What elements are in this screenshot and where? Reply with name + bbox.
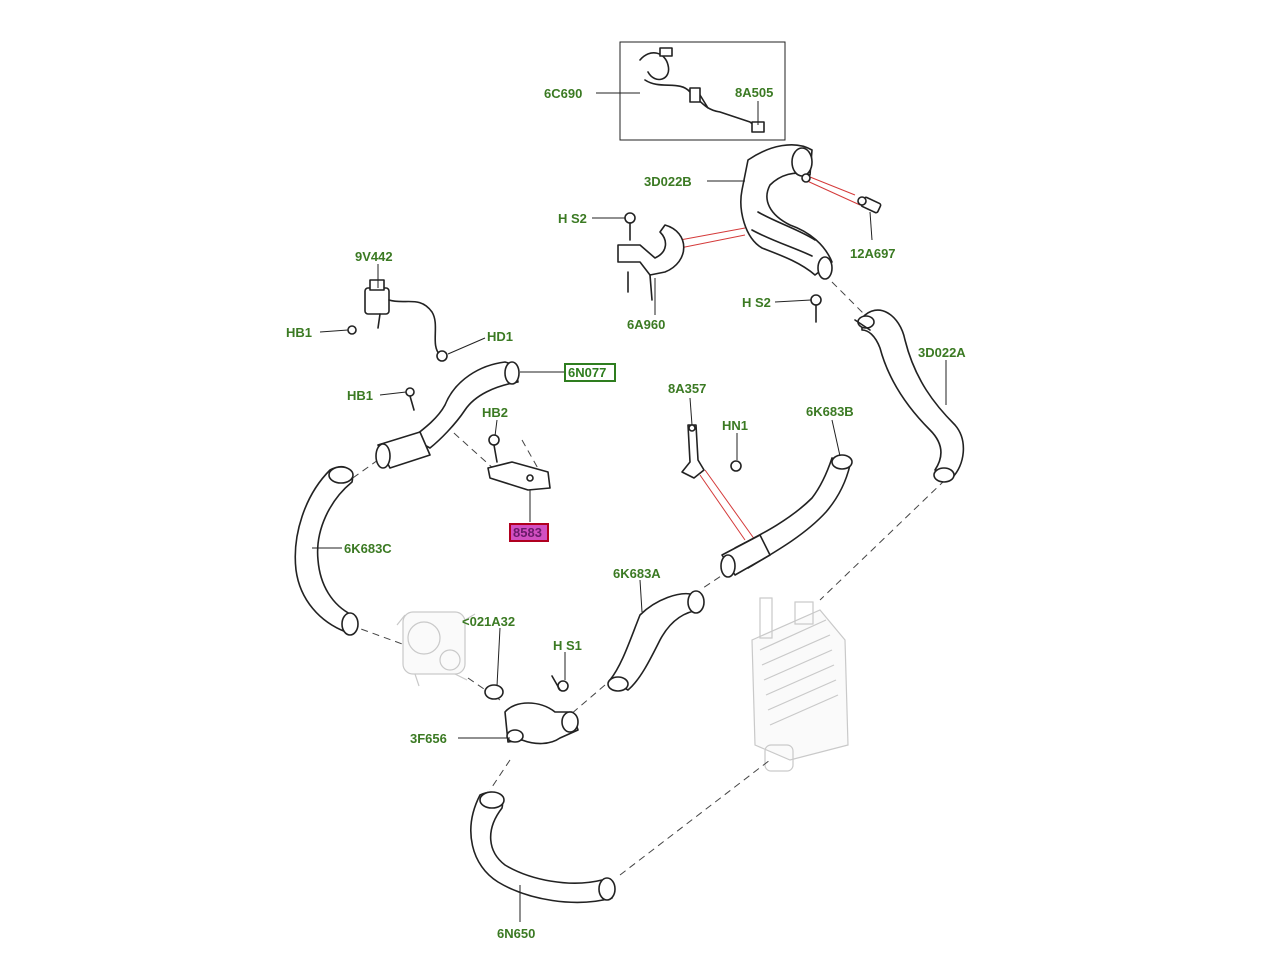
label-8583: 8583: [513, 525, 542, 540]
label-HB2: HB2: [482, 405, 508, 420]
label-8A505: 8A505: [735, 85, 773, 100]
bolt-HS2-mid: [810, 294, 822, 323]
label-HD1: HD1: [487, 329, 513, 344]
bolt-HB2: [488, 434, 500, 463]
label-6N650: 6N650: [497, 926, 535, 941]
harness-detail-box: [619, 41, 786, 141]
connection-line: [569, 684, 606, 716]
label-3F656: 3F656: [410, 731, 447, 746]
connection-line: [521, 439, 541, 473]
connection-line: [619, 759, 771, 876]
hose-6N650: [470, 791, 616, 904]
label-HS2-top: H S2: [558, 211, 587, 226]
hose-3D022A: [854, 309, 965, 483]
label-12A697: 12A697: [850, 246, 896, 261]
sensor-12A697: [857, 196, 882, 214]
label-6K683C: 6K683C: [344, 541, 392, 556]
label-6N077: 6N077: [568, 365, 606, 380]
bolt-HS2-top: [624, 212, 636, 241]
clip-HD1: [436, 350, 448, 362]
label-3D022A: 3D022A: [918, 345, 966, 360]
connection-line: [349, 624, 406, 646]
connection-line: [819, 479, 946, 601]
seal-021A32: [484, 684, 504, 700]
turbocharger-ghost: [396, 611, 476, 687]
hose-6K683B: [720, 454, 853, 578]
label-9V442: 9V442: [355, 249, 393, 264]
label-3D022B: 3D022B: [644, 174, 692, 189]
part-labels: 6C690 8A505 3D022B H S2 12A697 6A960 H S…: [286, 85, 966, 941]
connection-line: [467, 677, 501, 701]
bolt-HB1-top: [347, 325, 357, 335]
label-8A357: 8A357: [668, 381, 706, 396]
label-6A960: 6A960: [627, 317, 665, 332]
valve-9V442: [364, 279, 441, 356]
label-021A32: <021A32: [462, 614, 515, 629]
bracket-8583: [487, 461, 551, 491]
highlight-box-8583: [509, 523, 549, 542]
bolt-HN1: [730, 460, 742, 472]
air-duct-3D022B: [740, 144, 833, 280]
highlight-box-6N077: [564, 363, 616, 382]
bolt-HB1-mid: [405, 387, 415, 411]
label-6K683A: 6K683A: [613, 566, 661, 581]
label-6K683B: 6K683B: [806, 404, 854, 419]
hose-6K683C: [294, 466, 359, 636]
label-HB1-top: HB1: [286, 325, 312, 340]
bolt-HS1: [551, 675, 569, 692]
connection-line: [444, 424, 496, 471]
red-leader: [679, 174, 861, 541]
label-HS2-mid: H S2: [742, 295, 771, 310]
hose-6N077: [375, 361, 520, 469]
bracket-8A357: [681, 424, 705, 479]
intercooler-ghost: [751, 597, 849, 772]
label-HB1-mid: HB1: [347, 388, 373, 403]
elbow-3F656: [504, 702, 579, 745]
label-HN1: HN1: [722, 418, 748, 433]
bracket-6A960: [617, 224, 685, 301]
hose-6K683A: [607, 590, 705, 692]
leader-lines: [312, 92, 947, 922]
label-HS1: H S1: [553, 638, 582, 653]
label-6C690: 6C690: [544, 86, 582, 101]
connection-line: [489, 759, 511, 791]
connection-line: [349, 459, 379, 481]
